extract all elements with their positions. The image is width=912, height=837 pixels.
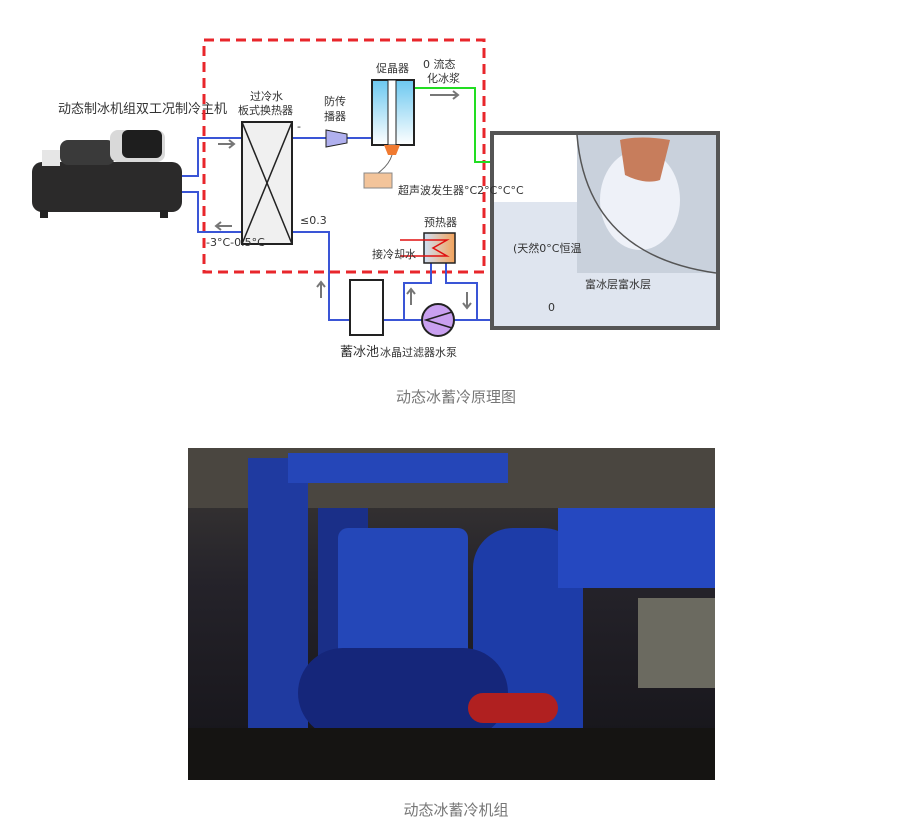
hx-label: 过冷水 bbox=[250, 90, 283, 103]
preheater bbox=[400, 232, 456, 264]
diagram-caption: 动态冰蓄冷原理图 bbox=[395, 388, 516, 406]
temp-range-label: -3°C-0.5°C bbox=[206, 236, 265, 249]
ice-storage-unit-photo bbox=[188, 448, 715, 780]
plate-heat-exchanger bbox=[241, 121, 293, 245]
filter-pump-label: 冰晶过滤器水泵 bbox=[380, 346, 457, 359]
water-pump-icon bbox=[421, 303, 455, 337]
promoter-label: 促晶器 bbox=[376, 61, 409, 75]
ice-storage-tank bbox=[490, 131, 720, 330]
flow-arrows bbox=[214, 90, 472, 310]
photo-caption: 动态冰蓄冷机组 bbox=[403, 801, 509, 819]
anti-propagator bbox=[325, 129, 348, 148]
slurry-label: 0 流态 bbox=[423, 57, 456, 71]
anti-label: 防传 bbox=[324, 94, 346, 108]
dash-label: - bbox=[297, 120, 301, 133]
pool-label: 蓄冰池 bbox=[340, 345, 379, 360]
ultrasonic-label: 超声波发生器°C2°C°C°C bbox=[398, 183, 524, 197]
hx-label-2: 板式换热器 bbox=[238, 103, 293, 117]
anti-label-2: 播器 bbox=[324, 109, 346, 123]
slurry-label-2: 化冰浆 bbox=[427, 71, 460, 85]
crystal-promoter bbox=[363, 79, 415, 189]
chiller-image bbox=[32, 130, 182, 218]
chiller-label: 动态制冰机组双工况制冷主机 bbox=[58, 102, 227, 117]
cooling-water-label: 接冷却水 bbox=[372, 248, 416, 261]
zero-label: 0 bbox=[548, 301, 555, 314]
preheater-label: 预热器 bbox=[424, 216, 457, 229]
layers-label: 富冰层富水层 bbox=[585, 277, 651, 291]
dynamic-ice-storage-diagram: 动态制冰机组双工况制冷主机 过冷水 板式换热器 - 防传 播器 促晶 bbox=[30, 38, 720, 363]
storage-pool-box bbox=[349, 279, 384, 336]
tank-note: (天然0°C恒温 bbox=[513, 241, 581, 255]
le-label: ≤0.3 bbox=[300, 214, 327, 227]
